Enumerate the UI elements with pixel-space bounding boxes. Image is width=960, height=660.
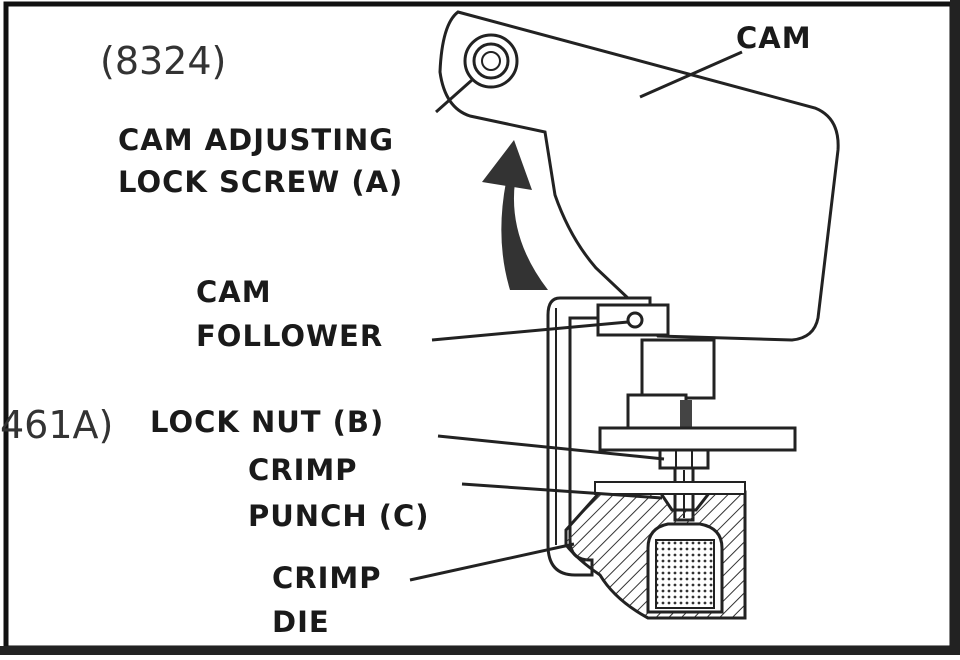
frame-edge-shadow bbox=[950, 0, 960, 655]
punch-stem bbox=[626, 393, 688, 431]
punch-holder bbox=[640, 338, 716, 400]
label-cam: CAM bbox=[736, 21, 812, 55]
label-crimp-die-1: CRIMP bbox=[272, 561, 382, 595]
support-plate bbox=[598, 426, 797, 452]
label-cam-adjusting-1: CAM ADJUSTING bbox=[118, 123, 394, 157]
figure-ref-top: (8324) bbox=[100, 39, 226, 83]
curved-arrow-icon bbox=[482, 140, 548, 290]
cartridge-shell bbox=[646, 522, 724, 614]
die-rim bbox=[594, 481, 746, 495]
label-crimp-punch-2: PUNCH (C) bbox=[248, 499, 430, 533]
cam-body bbox=[438, 10, 840, 342]
figure-ref-left: 461A) bbox=[0, 403, 113, 447]
label-crimp-punch-1: CRIMP bbox=[248, 453, 358, 487]
label-cam-adjusting-2: LOCK SCREW (A) bbox=[118, 165, 403, 199]
label-crimp-die-2: DIE bbox=[272, 605, 330, 639]
frame-bottom-shadow bbox=[0, 646, 960, 655]
spring-block bbox=[680, 400, 692, 428]
lock-screw-icon bbox=[463, 33, 519, 89]
leader-lines bbox=[409, 50, 743, 582]
label-lock-nut: LOCK NUT (B) bbox=[150, 405, 384, 439]
lock-nut bbox=[658, 448, 710, 470]
label-cam-follower-2: FOLLOWER bbox=[196, 319, 383, 353]
label-cam-follower-1: CAM bbox=[196, 275, 272, 309]
